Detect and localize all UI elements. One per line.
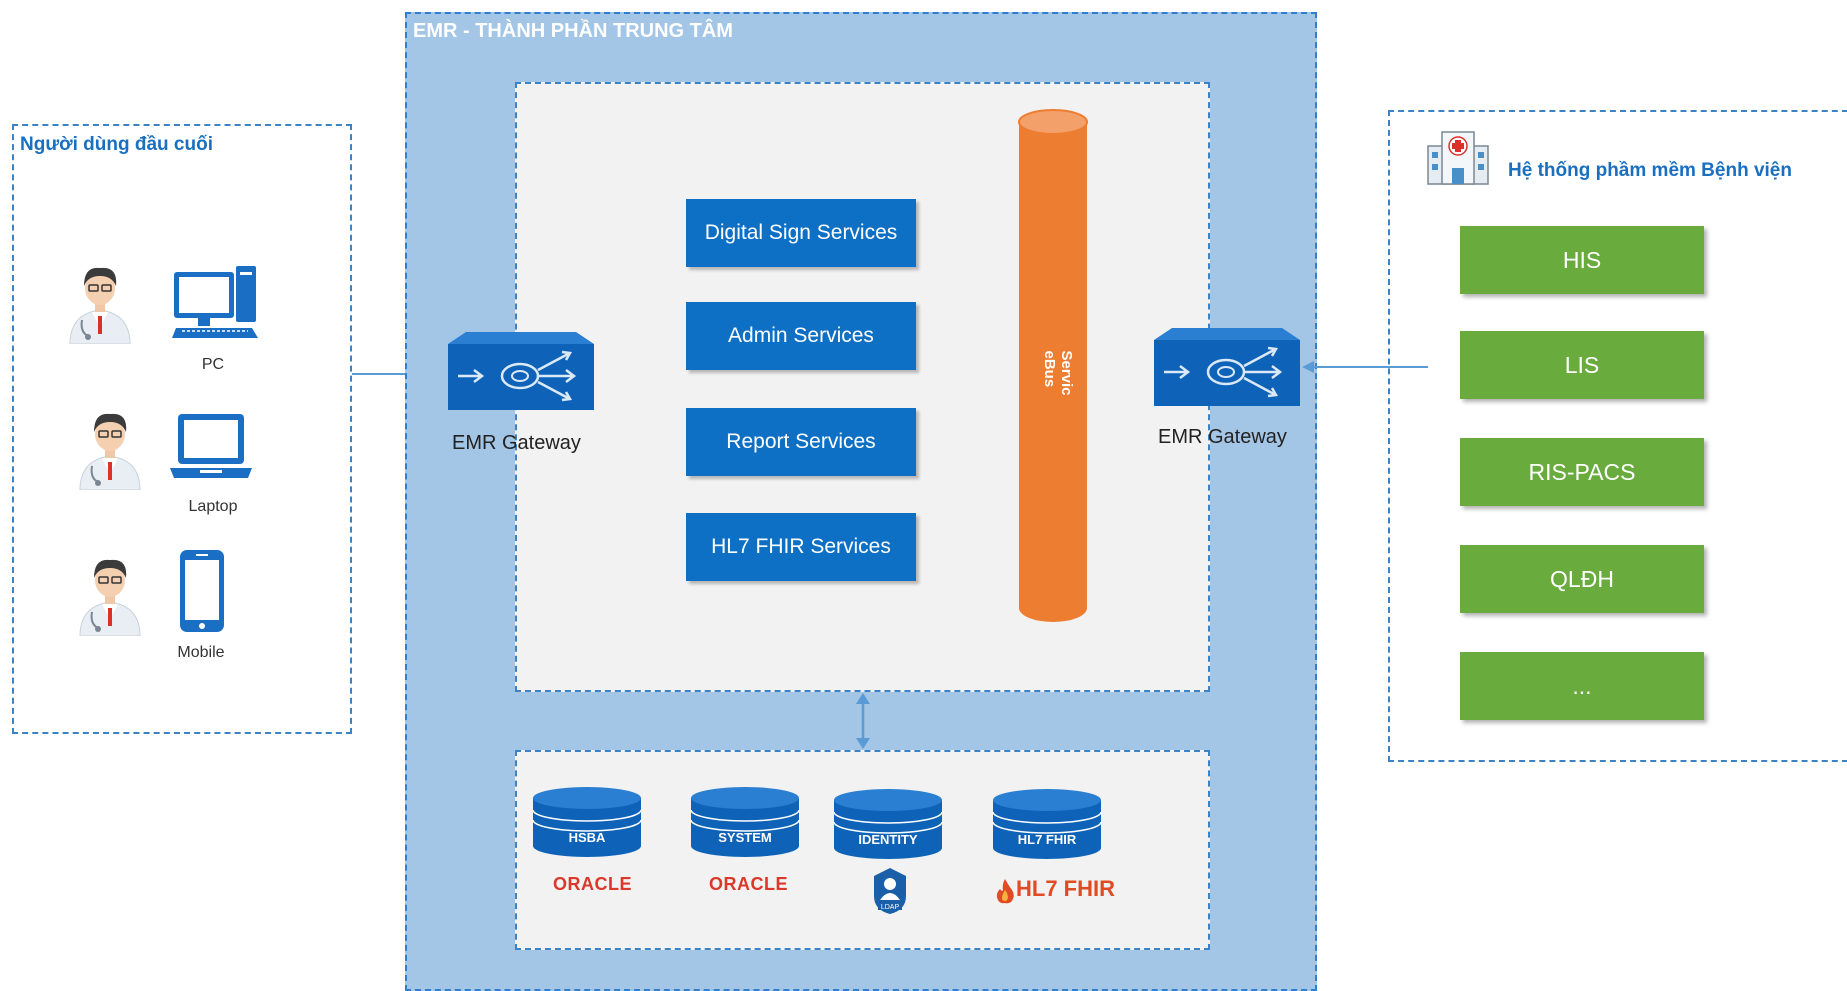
end-users-group: Người dùng đầu cuối: [12, 124, 352, 734]
oracle-logo: ORACLE: [709, 874, 788, 894]
pc-label: PC: [201, 356, 225, 373]
hl7-fhir-database-icon: [992, 788, 1102, 860]
service-bus-label: Servic eBus: [1041, 350, 1075, 395]
system-database-label: SYSTEM: [718, 830, 772, 845]
ldap-logo: LDAP: [874, 868, 906, 914]
hospital-to-gateway-arrow: [1302, 361, 1428, 373]
identity-database-icon: [833, 788, 943, 860]
admin-services-box: Admin Services: [686, 302, 916, 370]
hospital-software-title: Hệ thống phầm mềm Bệnh viện: [1508, 160, 1792, 181]
hl7-fhir-logo: HL7 FHIR: [1016, 876, 1115, 901]
system-database-icon: [690, 786, 800, 858]
laptop-icon: [170, 414, 252, 478]
ris-pacs-system-box: RIS-PACS: [1460, 438, 1704, 506]
hl7-fhir-database-label: HL7 FHIR: [1017, 832, 1077, 847]
gateway-icon: [448, 332, 594, 410]
laptop-label: Laptop: [188, 498, 238, 515]
mobile-icon: [180, 550, 224, 632]
report-services-box: Report Services: [686, 408, 916, 476]
hsba-database-icon: [532, 786, 642, 858]
hsba-database-label: HSBA: [568, 830, 606, 845]
digital-sign-services-box: Digital Sign Services: [686, 199, 916, 267]
identity-database-label: IDENTITY: [858, 832, 918, 847]
right-gateway-label: EMR Gateway: [1158, 426, 1287, 448]
hl7-fhir-services-box: HL7 FHIR Services: [686, 513, 916, 581]
fhir-flame-icon: [996, 879, 1014, 904]
doctor-avatar-icon: [62, 258, 138, 344]
his-system-box: HIS: [1460, 226, 1704, 294]
svg-text:LDAP: LDAP: [881, 904, 900, 911]
end-users-title: Người dùng đầu cuối: [20, 134, 213, 155]
doctor-avatar-icon: [72, 550, 148, 636]
services-panel: [515, 82, 1210, 692]
hospital-software-group: Hệ thống phầm mềm Bệnh viện: [1388, 110, 1847, 762]
service-bus-cylinder: [1018, 109, 1088, 622]
oracle-logo: ORACLE: [553, 874, 632, 894]
emr-title: EMR - THÀNH PHẦN TRUNG TÂM: [413, 20, 733, 42]
qldh-system-box: QLĐH: [1460, 545, 1704, 613]
services-database-arrow: [856, 693, 870, 749]
gateway-icon: [1154, 328, 1300, 406]
more-systems-box: ...: [1460, 652, 1704, 720]
left-gateway-label: EMR Gateway: [452, 432, 581, 454]
pc-icon: [172, 266, 258, 338]
lis-system-box: LIS: [1460, 331, 1704, 399]
mobile-label: Mobile: [177, 644, 225, 661]
hospital-building-icon: [1427, 131, 1489, 185]
doctor-avatar-icon: [72, 404, 148, 490]
